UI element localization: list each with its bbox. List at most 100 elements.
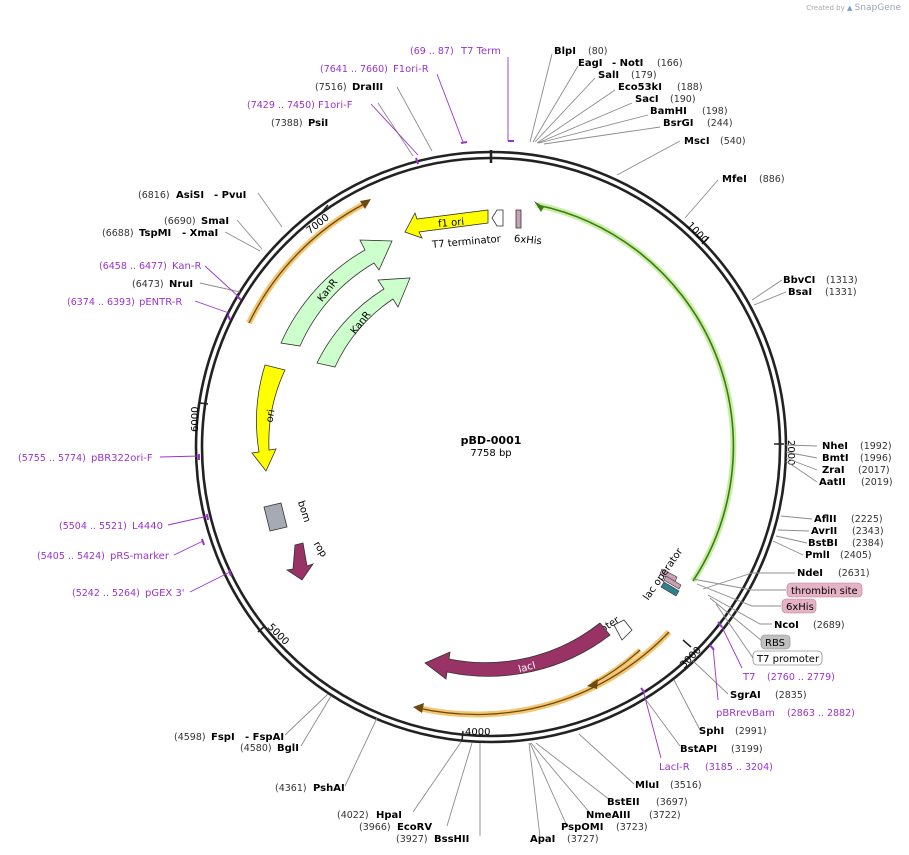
lacI-promoter-region-arrowhead bbox=[587, 679, 598, 689]
site-bsai[interactable]: BsaI(1331) bbox=[788, 287, 857, 298]
svg-text:(198): (198) bbox=[702, 106, 728, 117]
site-sphi[interactable]: SphI(2991) bbox=[699, 726, 767, 737]
site-eco53ki[interactable]: Eco53kI(188) bbox=[618, 82, 703, 93]
site-bsshii[interactable]: (3927)BssHII bbox=[396, 834, 469, 845]
svg-text:(5504 .. 5521): (5504 .. 5521) bbox=[59, 521, 127, 532]
svg-text:TspMI: TspMI bbox=[139, 228, 171, 239]
site-apai[interactable]: ApaI(3727) bbox=[530, 834, 599, 845]
svg-text:NruI: NruI bbox=[169, 279, 193, 290]
site-nmeaiii[interactable]: NmeAIII(3722) bbox=[586, 810, 681, 821]
svg-text:(5755 .. 5774): (5755 .. 5774) bbox=[18, 453, 86, 464]
site-aatii[interactable]: AatII(2019) bbox=[819, 477, 893, 488]
feature-box-6xhis[interactable]: 6xHis bbox=[781, 598, 817, 614]
feature-f1-ori[interactable]: f1 ori bbox=[404, 209, 489, 239]
site-saci[interactable]: SacI(190) bbox=[635, 94, 696, 105]
primer-markers bbox=[198, 140, 723, 694]
feature-lac-operator[interactable]: lac operator bbox=[642, 546, 686, 603]
site-pmli[interactable]: PmlI(2405) bbox=[805, 550, 872, 561]
svg-text:(886): (886) bbox=[759, 174, 785, 185]
svg-text:- NotI: - NotI bbox=[612, 58, 643, 69]
site-fspi-fspai[interactable]: (4598)FspI- FspAI bbox=[174, 732, 284, 743]
primer-laci-r[interactable]: LacI-R(3185 .. 3204) bbox=[659, 762, 773, 773]
feature-kanr-outer[interactable]: KanR bbox=[280, 239, 393, 347]
primer-t7[interactable]: T7(2760 .. 2779) bbox=[742, 672, 835, 683]
primer-pbr322ori-f[interactable]: (5755 .. 5774)pBR322ori-F bbox=[18, 453, 153, 464]
primer-leaders bbox=[159, 57, 743, 759]
site-avrii[interactable]: AvrII(2343) bbox=[811, 526, 884, 537]
svg-text:DraIII: DraIII bbox=[352, 82, 383, 93]
insert-highlight-arc bbox=[536, 202, 737, 583]
primer-kan-r[interactable]: (6458 .. 6477)Kan-R bbox=[99, 261, 201, 272]
svg-text:(3723): (3723) bbox=[616, 822, 648, 833]
primer-pentr-r[interactable]: (6374 .. 6393)pENTR-R bbox=[67, 297, 182, 308]
svg-text:(5242 .. 5264): (5242 .. 5264) bbox=[72, 588, 140, 599]
site-zrai[interactable]: ZraI (2017) bbox=[822, 465, 890, 476]
site-smai[interactable]: (6690)SmaI bbox=[164, 216, 229, 227]
primer-f1ori-r[interactable]: (7641 .. 7660)F1ori-R bbox=[320, 64, 429, 75]
6xhis-small-marker-icon bbox=[663, 575, 682, 590]
svg-text:(3722): (3722) bbox=[649, 810, 681, 821]
site-nhei[interactable]: NheI(1992) bbox=[822, 441, 892, 452]
site-bmti[interactable]: BmtI(1996) bbox=[822, 453, 892, 464]
site-asisi-pvui[interactable]: (6816)AsiSI- PvuI bbox=[138, 190, 246, 201]
primer-pgex3[interactable]: (5242 .. 5264)pGEX 3' bbox=[72, 588, 185, 599]
site-msci[interactable]: MscI(540) bbox=[684, 136, 746, 147]
feature-box-t7-promoter[interactable]: T7 promoter bbox=[752, 650, 823, 666]
svg-text:BsrGI: BsrGI bbox=[663, 118, 693, 129]
svg-text:F1ori-F: F1ori-F bbox=[318, 100, 353, 111]
feature-box-rbs[interactable]: RBS bbox=[760, 634, 791, 650]
site-mfei[interactable]: MfeI(886) bbox=[722, 174, 785, 185]
feature-label: T7 terminator bbox=[431, 234, 502, 251]
feature-bom[interactable]: bom bbox=[263, 499, 312, 532]
site-bgli[interactable]: (4580)BglI bbox=[240, 743, 299, 754]
site-nrui[interactable]: (6473)NruI bbox=[132, 279, 193, 290]
svg-text:MluI: MluI bbox=[635, 780, 659, 791]
site-bstapi[interactable]: BstAPI(3199) bbox=[680, 744, 763, 755]
feature-laci[interactable]: lacI bbox=[424, 622, 611, 680]
site-pspomi[interactable]: PspOMI(3723) bbox=[561, 822, 648, 833]
site-bsrgi[interactable]: BsrGI(244) bbox=[663, 118, 733, 129]
site-eagi-noti[interactable]: EagI- NotI(166) bbox=[578, 58, 683, 69]
feature-rop[interactable]: rop bbox=[285, 540, 329, 581]
site-ncoi[interactable]: NcoI(2689) bbox=[774, 620, 845, 631]
primer-f1ori-f[interactable]: (7429 .. 7450)F1ori-F bbox=[247, 100, 353, 111]
site-blpi[interactable]: BlpI(80) bbox=[554, 46, 608, 57]
site-bamhi[interactable]: BamHI(198) bbox=[650, 106, 728, 117]
site-aflii[interactable]: AflII(2225) bbox=[814, 514, 883, 525]
site-pshai[interactable]: (4361)PshAI bbox=[275, 783, 345, 794]
site-hpai[interactable]: (4022)HpaI bbox=[337, 810, 402, 821]
site-sgrai[interactable]: SgrAI(2835) bbox=[730, 690, 807, 701]
site-draiii[interactable]: (7516)DraIII bbox=[315, 82, 383, 93]
svg-text:SgrAI: SgrAI bbox=[730, 690, 761, 701]
site-bbvci[interactable]: BbvCI(1313) bbox=[783, 275, 858, 286]
feature-ori[interactable]: ori bbox=[251, 364, 286, 472]
tick-label: 4000 bbox=[465, 727, 490, 738]
site-labels: BlpI(80) EagI- NotI(166) SalI(179) Eco53… bbox=[102, 46, 893, 845]
svg-text:(2689): (2689) bbox=[813, 620, 845, 631]
svg-text:- PvuI: - PvuI bbox=[214, 190, 246, 201]
site-tspmi-xmai[interactable]: (6688)TspMI- XmaI bbox=[102, 228, 218, 239]
svg-text:SphI: SphI bbox=[699, 726, 724, 737]
svg-text:(2019): (2019) bbox=[861, 477, 893, 488]
feature-label: bom bbox=[295, 499, 312, 524]
site-ecorv[interactable]: (3966)EcoRV bbox=[359, 822, 432, 833]
primer-prs-marker[interactable]: (5405 .. 5424)pRS-marker bbox=[37, 551, 170, 562]
svg-text:T7: T7 bbox=[742, 672, 755, 683]
primer-l4440[interactable]: (5504 .. 5521)L4440 bbox=[59, 521, 163, 532]
site-psii[interactable]: (7388)PsiI bbox=[271, 118, 328, 129]
feature-box-thrombin-site[interactable]: thrombin site bbox=[786, 582, 863, 598]
site-mlui[interactable]: MluI(3516) bbox=[635, 780, 702, 791]
plasmid-title: pBD-0001 7758 bp bbox=[461, 434, 522, 459]
feature-6xhis-top[interactable]: 6xHis bbox=[514, 209, 543, 247]
svg-text:PmlI: PmlI bbox=[805, 550, 830, 561]
primer-t7-term[interactable]: (69 .. 87)T7 Term bbox=[410, 46, 501, 57]
primer-pbrrevbam[interactable]: pBRrevBam(2863 .. 2882) bbox=[716, 708, 855, 719]
site-ndei[interactable]: NdeI(2631) bbox=[797, 568, 870, 579]
svg-text:(2017): (2017) bbox=[858, 465, 890, 476]
site-sali[interactable]: SalI(179) bbox=[598, 70, 657, 81]
site-bstbi[interactable]: BstBI(2384) bbox=[808, 538, 884, 549]
site-bsteii[interactable]: BstEII(3697) bbox=[607, 797, 688, 808]
feature-label: lac operator bbox=[642, 546, 686, 603]
svg-text:(2343): (2343) bbox=[852, 526, 884, 537]
svg-text:ZraI: ZraI bbox=[822, 465, 845, 476]
